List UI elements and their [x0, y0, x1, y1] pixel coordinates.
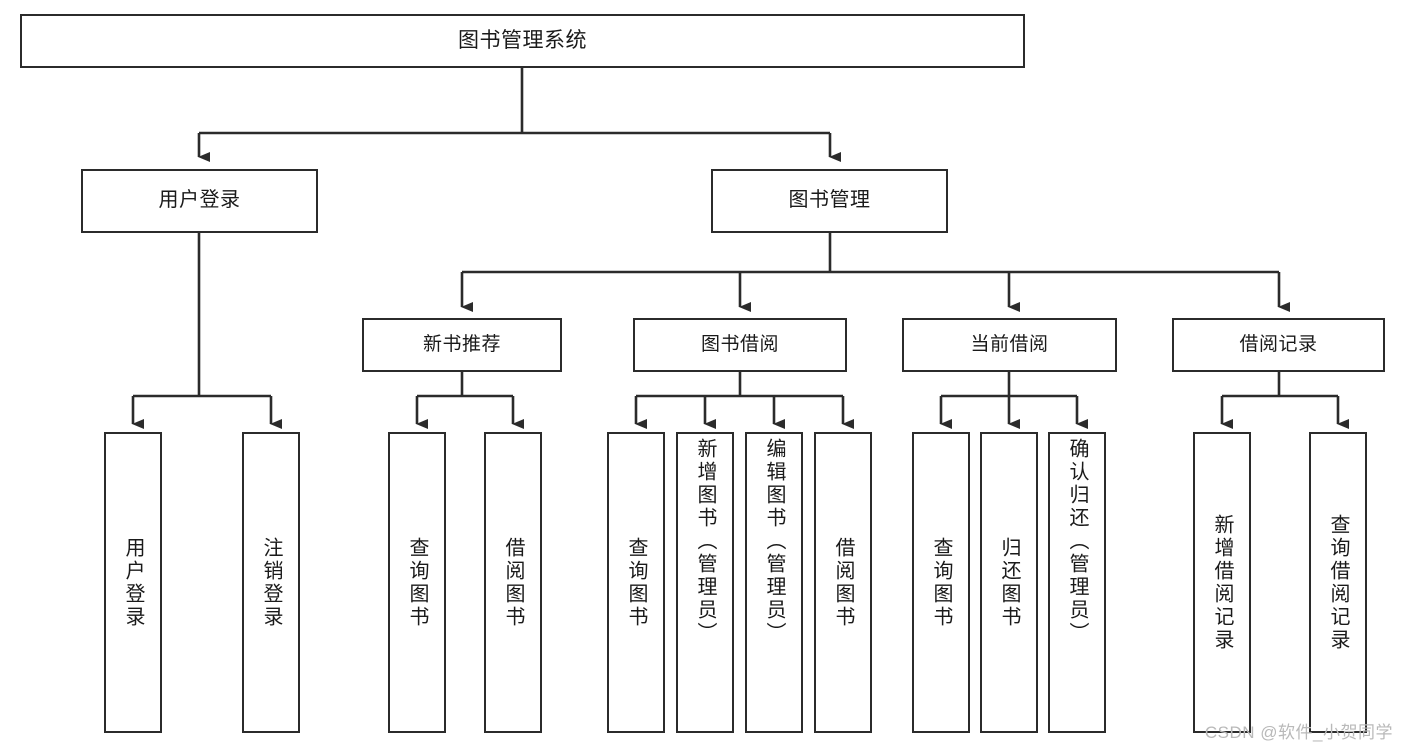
node-book-borrow[interactable]: 图书借阅: [633, 318, 847, 372]
leaf-bb-query-book-label: 查询图书: [625, 536, 647, 629]
node-borrow-record-label: 借阅记录: [1239, 333, 1318, 355]
node-book-borrow-label: 图书借阅: [700, 333, 779, 355]
leaf-cb-confirm-return[interactable]: 确认归还（管理员）: [1048, 432, 1106, 733]
leaf-bb-edit-book-label: 编辑图书（管理员）: [763, 438, 785, 645]
leaf-br-query-record-label: 查询借阅记录: [1327, 513, 1349, 652]
leaf-user-login[interactable]: 用户登录: [104, 432, 162, 733]
leaf-br-add-record[interactable]: 新增借阅记录: [1193, 432, 1251, 733]
leaf-bb-borrow-book[interactable]: 借阅图书: [814, 432, 872, 733]
leaf-nb-query-book-label: 查询图书: [406, 536, 428, 629]
leaf-bb-query-book[interactable]: 查询图书: [607, 432, 665, 733]
node-book-management-label: 图书管理: [788, 189, 871, 212]
leaf-cb-query-book[interactable]: 查询图书: [912, 432, 970, 733]
leaf-bb-add-book[interactable]: 新增图书（管理员）: [676, 432, 734, 733]
leaf-bb-add-book-label: 新增图书（管理员）: [694, 438, 716, 645]
leaf-cb-confirm-return-label: 确认归还（管理员）: [1066, 438, 1088, 645]
leaf-cb-query-book-label: 查询图书: [930, 536, 952, 629]
leaf-cb-return-book[interactable]: 归还图书: [980, 432, 1038, 733]
node-book-management[interactable]: 图书管理: [711, 169, 948, 233]
node-user-login[interactable]: 用户登录: [81, 169, 318, 233]
leaf-logout-label: 注销登录: [260, 536, 282, 629]
leaf-bb-edit-book[interactable]: 编辑图书（管理员）: [745, 432, 803, 733]
leaf-nb-query-book[interactable]: 查询图书: [388, 432, 446, 733]
node-current-borrow-label: 当前借阅: [970, 333, 1049, 355]
leaf-user-login-label: 用户登录: [122, 536, 144, 629]
leaf-br-add-record-label: 新增借阅记录: [1211, 513, 1233, 652]
node-current-borrow[interactable]: 当前借阅: [902, 318, 1117, 372]
leaf-nb-borrow-book[interactable]: 借阅图书: [484, 432, 542, 733]
node-new-book-recommend-label: 新书推荐: [422, 333, 501, 355]
leaf-nb-borrow-book-label: 借阅图书: [502, 536, 524, 629]
node-root-system[interactable]: 图书管理系统: [20, 14, 1025, 68]
node-root-label: 图书管理系统: [458, 28, 587, 52]
node-user-login-label: 用户登录: [158, 189, 241, 212]
leaf-bb-borrow-book-label: 借阅图书: [832, 536, 854, 629]
node-borrow-record[interactable]: 借阅记录: [1172, 318, 1385, 372]
leaf-br-query-record[interactable]: 查询借阅记录: [1309, 432, 1367, 733]
leaf-cb-return-book-label: 归还图书: [998, 536, 1020, 629]
csdn-watermark: CSDN @软件_小贺同学: [1204, 723, 1393, 742]
leaf-logout[interactable]: 注销登录: [242, 432, 300, 733]
node-new-book-recommend[interactable]: 新书推荐: [362, 318, 562, 372]
